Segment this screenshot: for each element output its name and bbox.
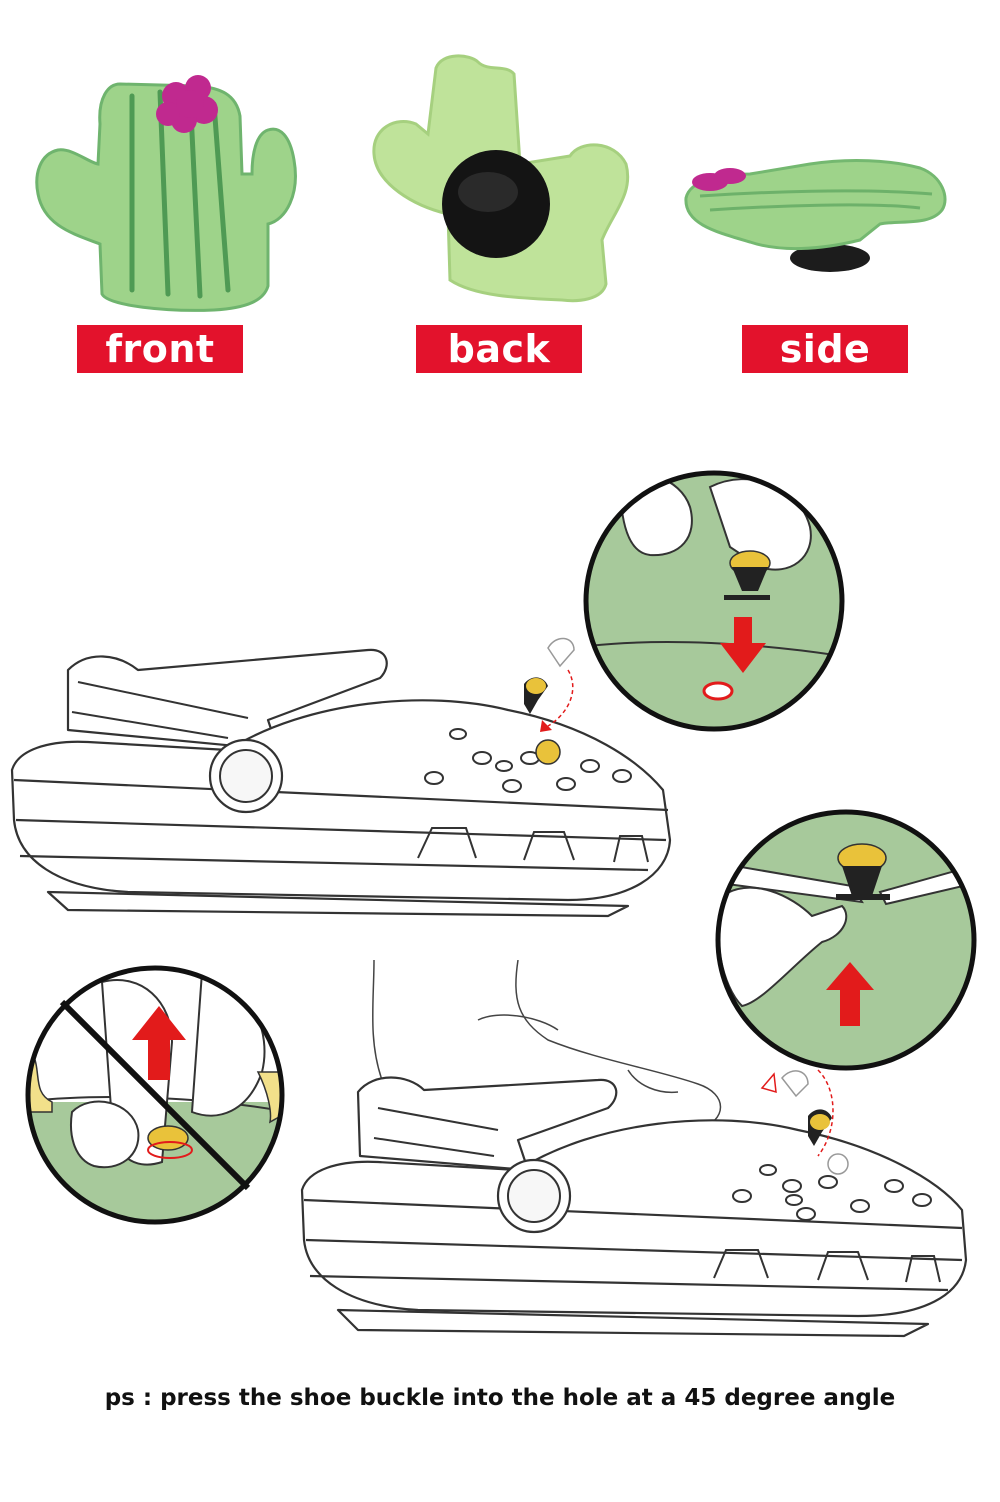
cactus-front-icon [35,75,297,312]
front-label: front [77,325,243,373]
cactus-side-icon [684,159,947,272]
inset-circle-icon [715,809,977,1071]
inset-circle-icon [583,470,845,732]
instruction-caption: ps : press the shoe buckle into the hole… [104,1385,896,1411]
side-label: side [742,325,908,373]
clog-icon [300,960,968,1338]
back-label: back [416,325,582,373]
prohibit-icon [25,965,285,1225]
cactus-back-icon [372,54,630,303]
clog-icon [10,637,672,918]
